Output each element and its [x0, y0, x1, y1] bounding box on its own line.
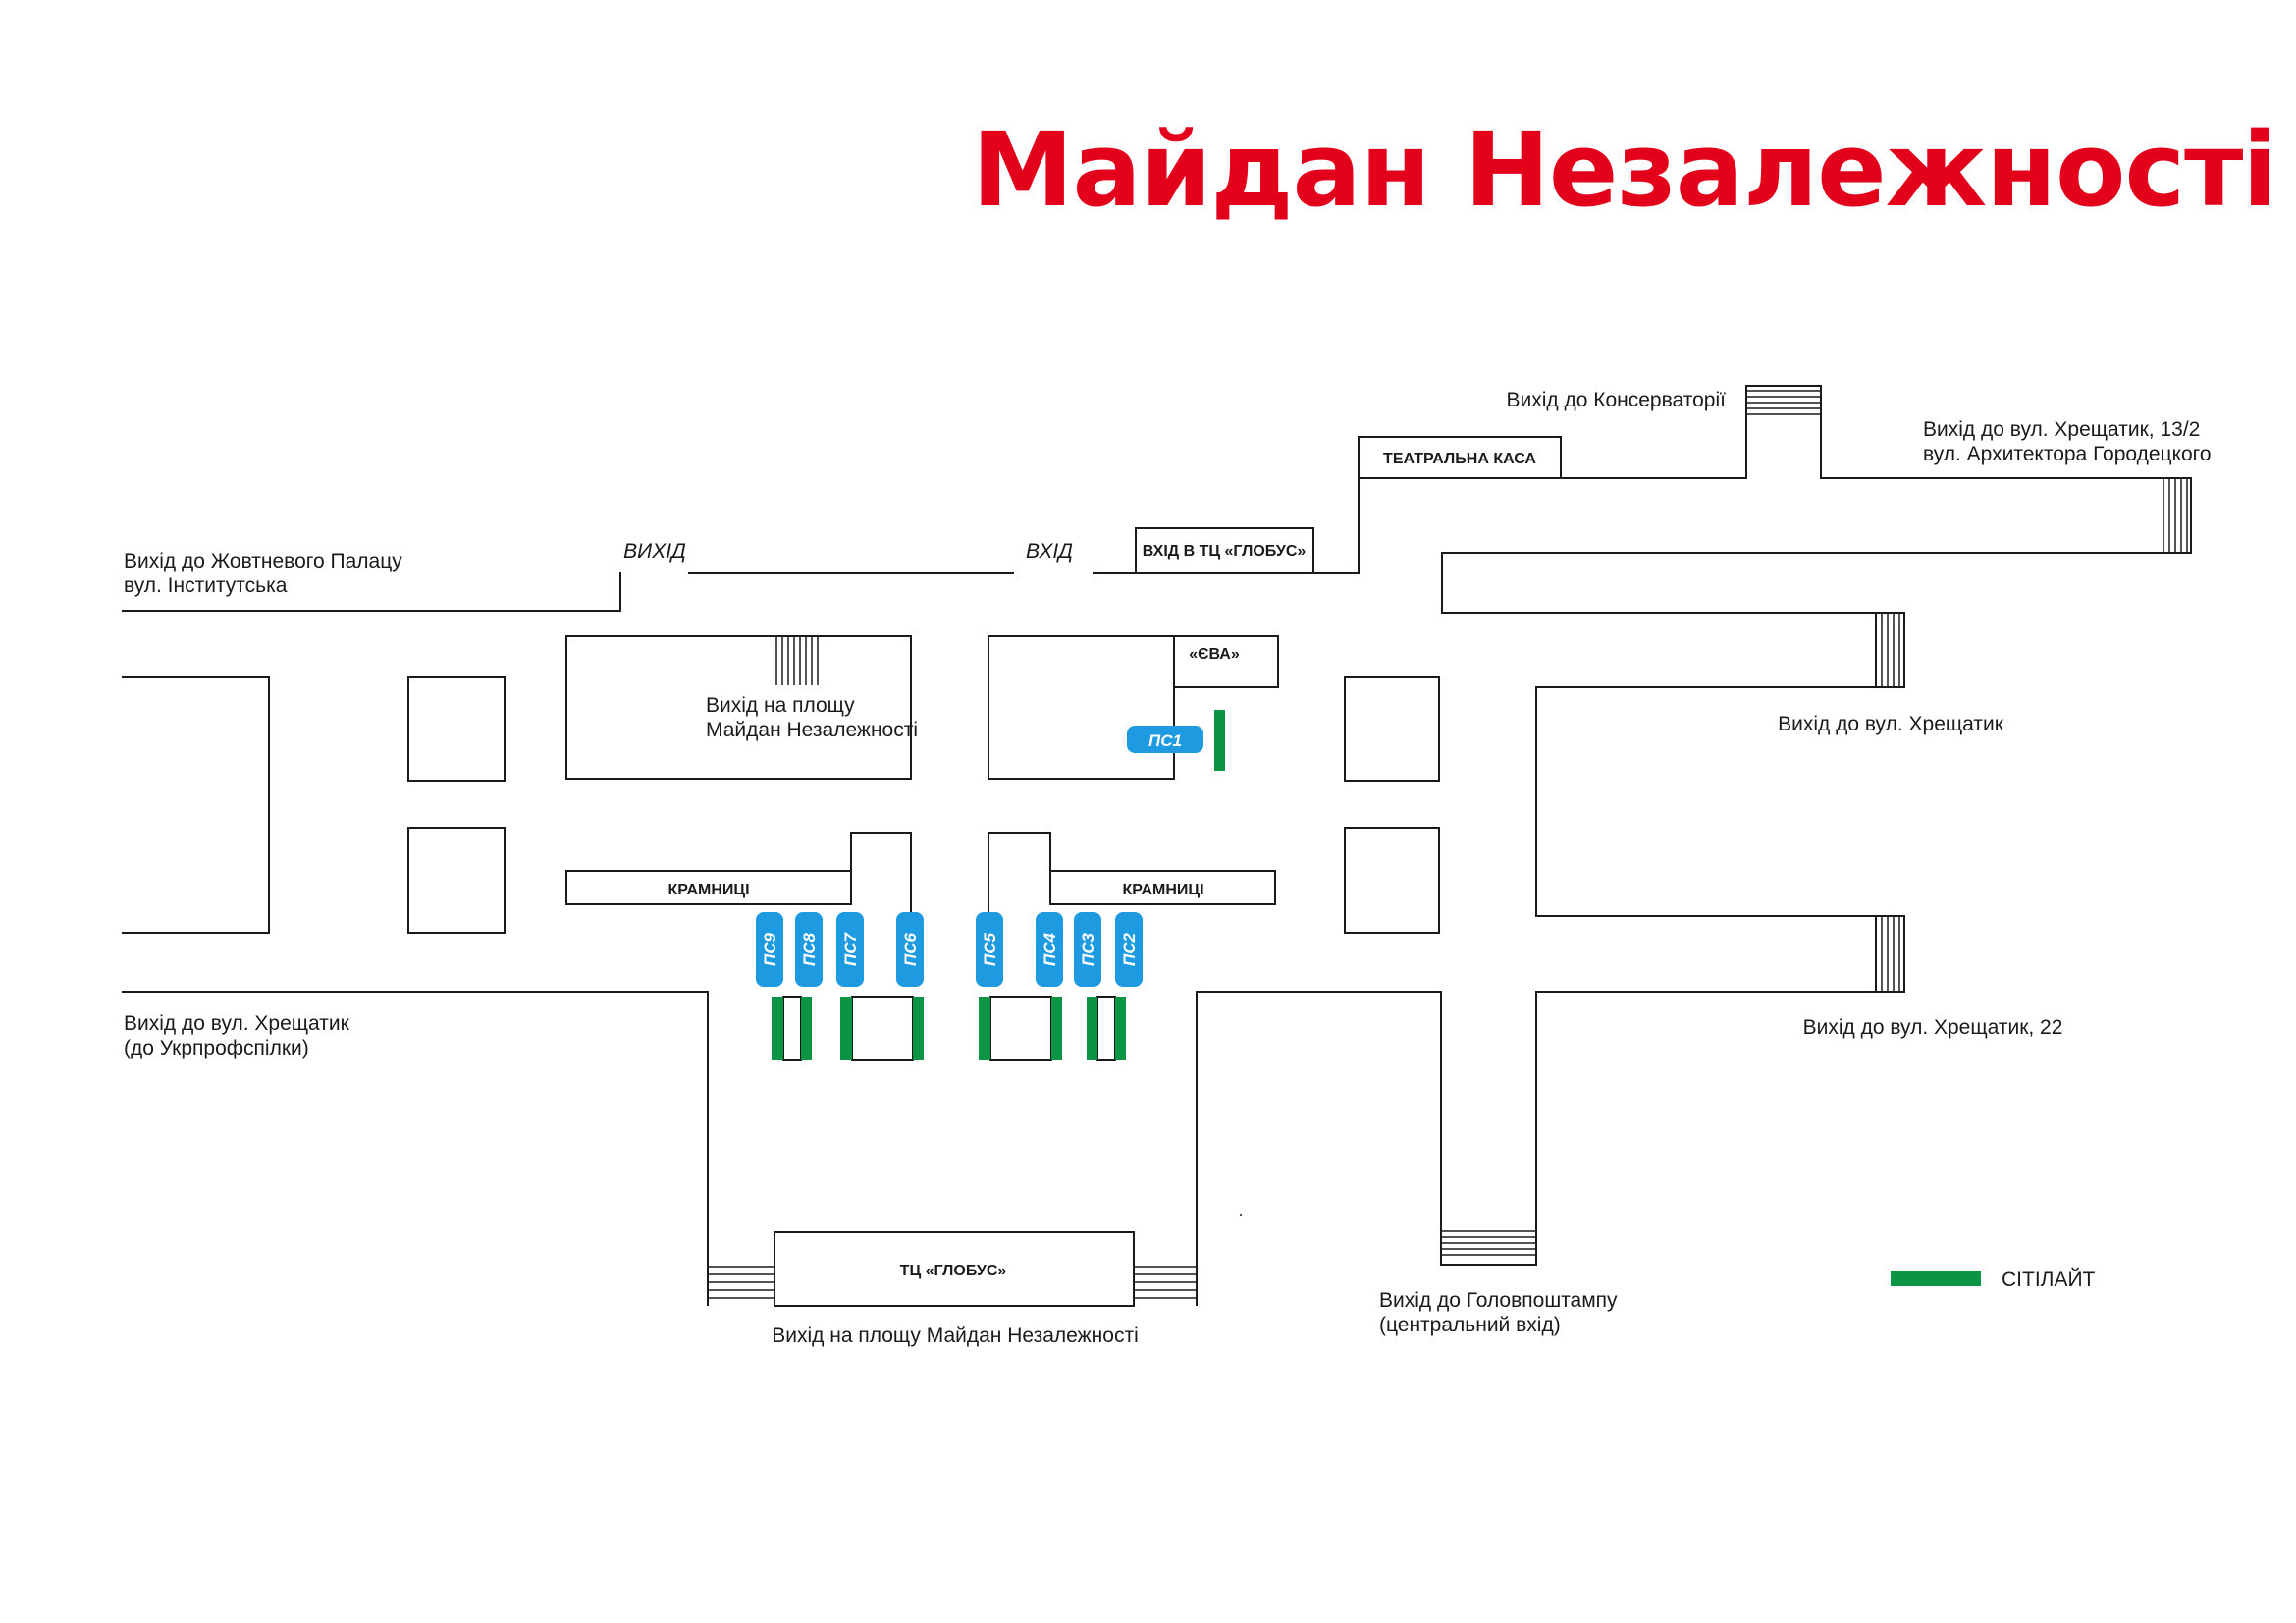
passage-sign-ps5: ПС5 — [976, 912, 1003, 987]
label-khreshchatyk: Вихід до вул. Хрещатик — [1778, 713, 2004, 735]
citylight-8 — [1115, 997, 1126, 1060]
citylight-4 — [913, 997, 924, 1060]
passage-sign-ps3: ПС3 — [1074, 912, 1101, 987]
label-khreshchatyk-13-1: Вихід до вул. Хрещатик, 13/2 — [1923, 418, 2200, 441]
passage-sign-ps4-label: ПС4 — [1041, 932, 1059, 966]
label-maidan-square-1: Вихід на площу — [706, 694, 855, 717]
label-khreshchatyk-profspilky-1: Вихід до вул. Хрещатик — [124, 1012, 350, 1035]
passage-sign-ps8: ПС8 — [795, 912, 823, 987]
station-title: Майдан Незалежності — [972, 110, 2277, 230]
passage-sign-ps3-label: ПС3 — [1079, 932, 1097, 966]
passage-sign-ps2: ПС2 — [1115, 912, 1143, 987]
legend: СІТІЛАЙТ — [1891, 1268, 2096, 1291]
passage-sign-ps1-label: ПС1 — [1148, 731, 1182, 750]
stairs-khreshchatyk-13 — [2163, 478, 2188, 553]
label-shops-left: КРАМНИЦІ — [667, 882, 749, 898]
stairs — [708, 390, 2188, 1299]
legend-citylight-swatch — [1891, 1271, 1981, 1286]
stairs-globus-right — [1134, 1266, 1197, 1299]
citylights — [772, 710, 1225, 1060]
passage-sign-ps1: ПС1 — [1127, 726, 1203, 753]
stairs-khreshchatyk — [1875, 612, 1905, 688]
pillars — [407, 676, 1440, 934]
passage-signs: ПС1 ПС9 ПС8 ПС7 ПС6 ПС5 — [756, 726, 1203, 987]
passage-sign-ps6: ПС6 — [896, 912, 924, 987]
passage-sign-ps7: ПС7 — [836, 912, 864, 987]
citylight-3 — [840, 997, 852, 1060]
label-post-office-1: Вихід до Головпоштампу — [1379, 1289, 1618, 1312]
passage-sign-ps4: ПС4 — [1036, 912, 1063, 987]
label-globus-entrance: ВХІД В ТЦ «ГЛОБУС» — [1143, 543, 1307, 560]
label-khreshchatyk-profspilky-2: (до Укрпрофспілки) — [124, 1037, 309, 1059]
label-vykhid: ВИХІД — [623, 540, 686, 563]
passage-sign-ps7-label: ПС7 — [841, 931, 860, 966]
citylight-5 — [979, 997, 990, 1060]
stairs-khreshchatyk-22 — [1875, 915, 1905, 993]
stairs-globus-left — [708, 1266, 774, 1299]
label-khreshchatyk-22: Вихід до вул. Хрещатик, 22 — [1803, 1016, 2063, 1039]
building-blocks — [565, 436, 1562, 1307]
label-globus-mall: ТЦ «ГЛОБУС» — [900, 1263, 1007, 1279]
label-zhovtnevyi-1: Вихід до Жовтневого Палацу — [124, 550, 402, 572]
passage-sign-ps9-label: ПС9 — [761, 932, 779, 966]
label-shops-right: КРАМНИЦІ — [1122, 882, 1203, 898]
citylight-ps1 — [1214, 710, 1225, 771]
stairs-conservatory — [1746, 390, 1821, 415]
passage-sign-ps2-label: ПС2 — [1120, 932, 1139, 966]
citylight-2 — [801, 997, 812, 1060]
stray-dot — [1240, 1214, 1242, 1216]
stairs-post-office — [1441, 1230, 1536, 1256]
citylight-7 — [1087, 997, 1097, 1060]
passage-sign-ps8-label: ПС8 — [800, 932, 819, 966]
label-vkhid: ВХІД — [1026, 540, 1073, 563]
citylight-1 — [772, 997, 783, 1060]
stairs-maidan-square — [775, 636, 819, 685]
label-theatre-office: ТЕАТРАЛЬНА КАСА — [1383, 451, 1536, 467]
label-zhovtnevyi-2: вул. Інститутська — [124, 574, 288, 597]
label-maidan-square-2: Майдан Незалежності — [706, 719, 918, 741]
legend-citylight-label: СІТІЛАЙТ — [2002, 1268, 2096, 1291]
label-conservatory: Вихід до Консерваторії — [1506, 389, 1726, 411]
citylight-6 — [1051, 997, 1062, 1060]
passage-sign-ps5-label: ПС5 — [981, 932, 999, 966]
map-labels: Вихід до Жовтневого Палацу вул. Інститут… — [124, 389, 2212, 1347]
passage-sign-ps9: ПС9 — [756, 912, 783, 987]
label-eva: «ЄВА» — [1189, 646, 1240, 663]
passage-sign-ps6-label: ПС6 — [901, 932, 920, 966]
label-khreshchatyk-13-2: вул. Архитектора Городецкого — [1923, 443, 2212, 465]
label-post-office-2: (центральний вхід) — [1379, 1314, 1561, 1336]
label-maidan-square-bottom: Вихід на площу Майдан Незалежності — [772, 1325, 1139, 1347]
